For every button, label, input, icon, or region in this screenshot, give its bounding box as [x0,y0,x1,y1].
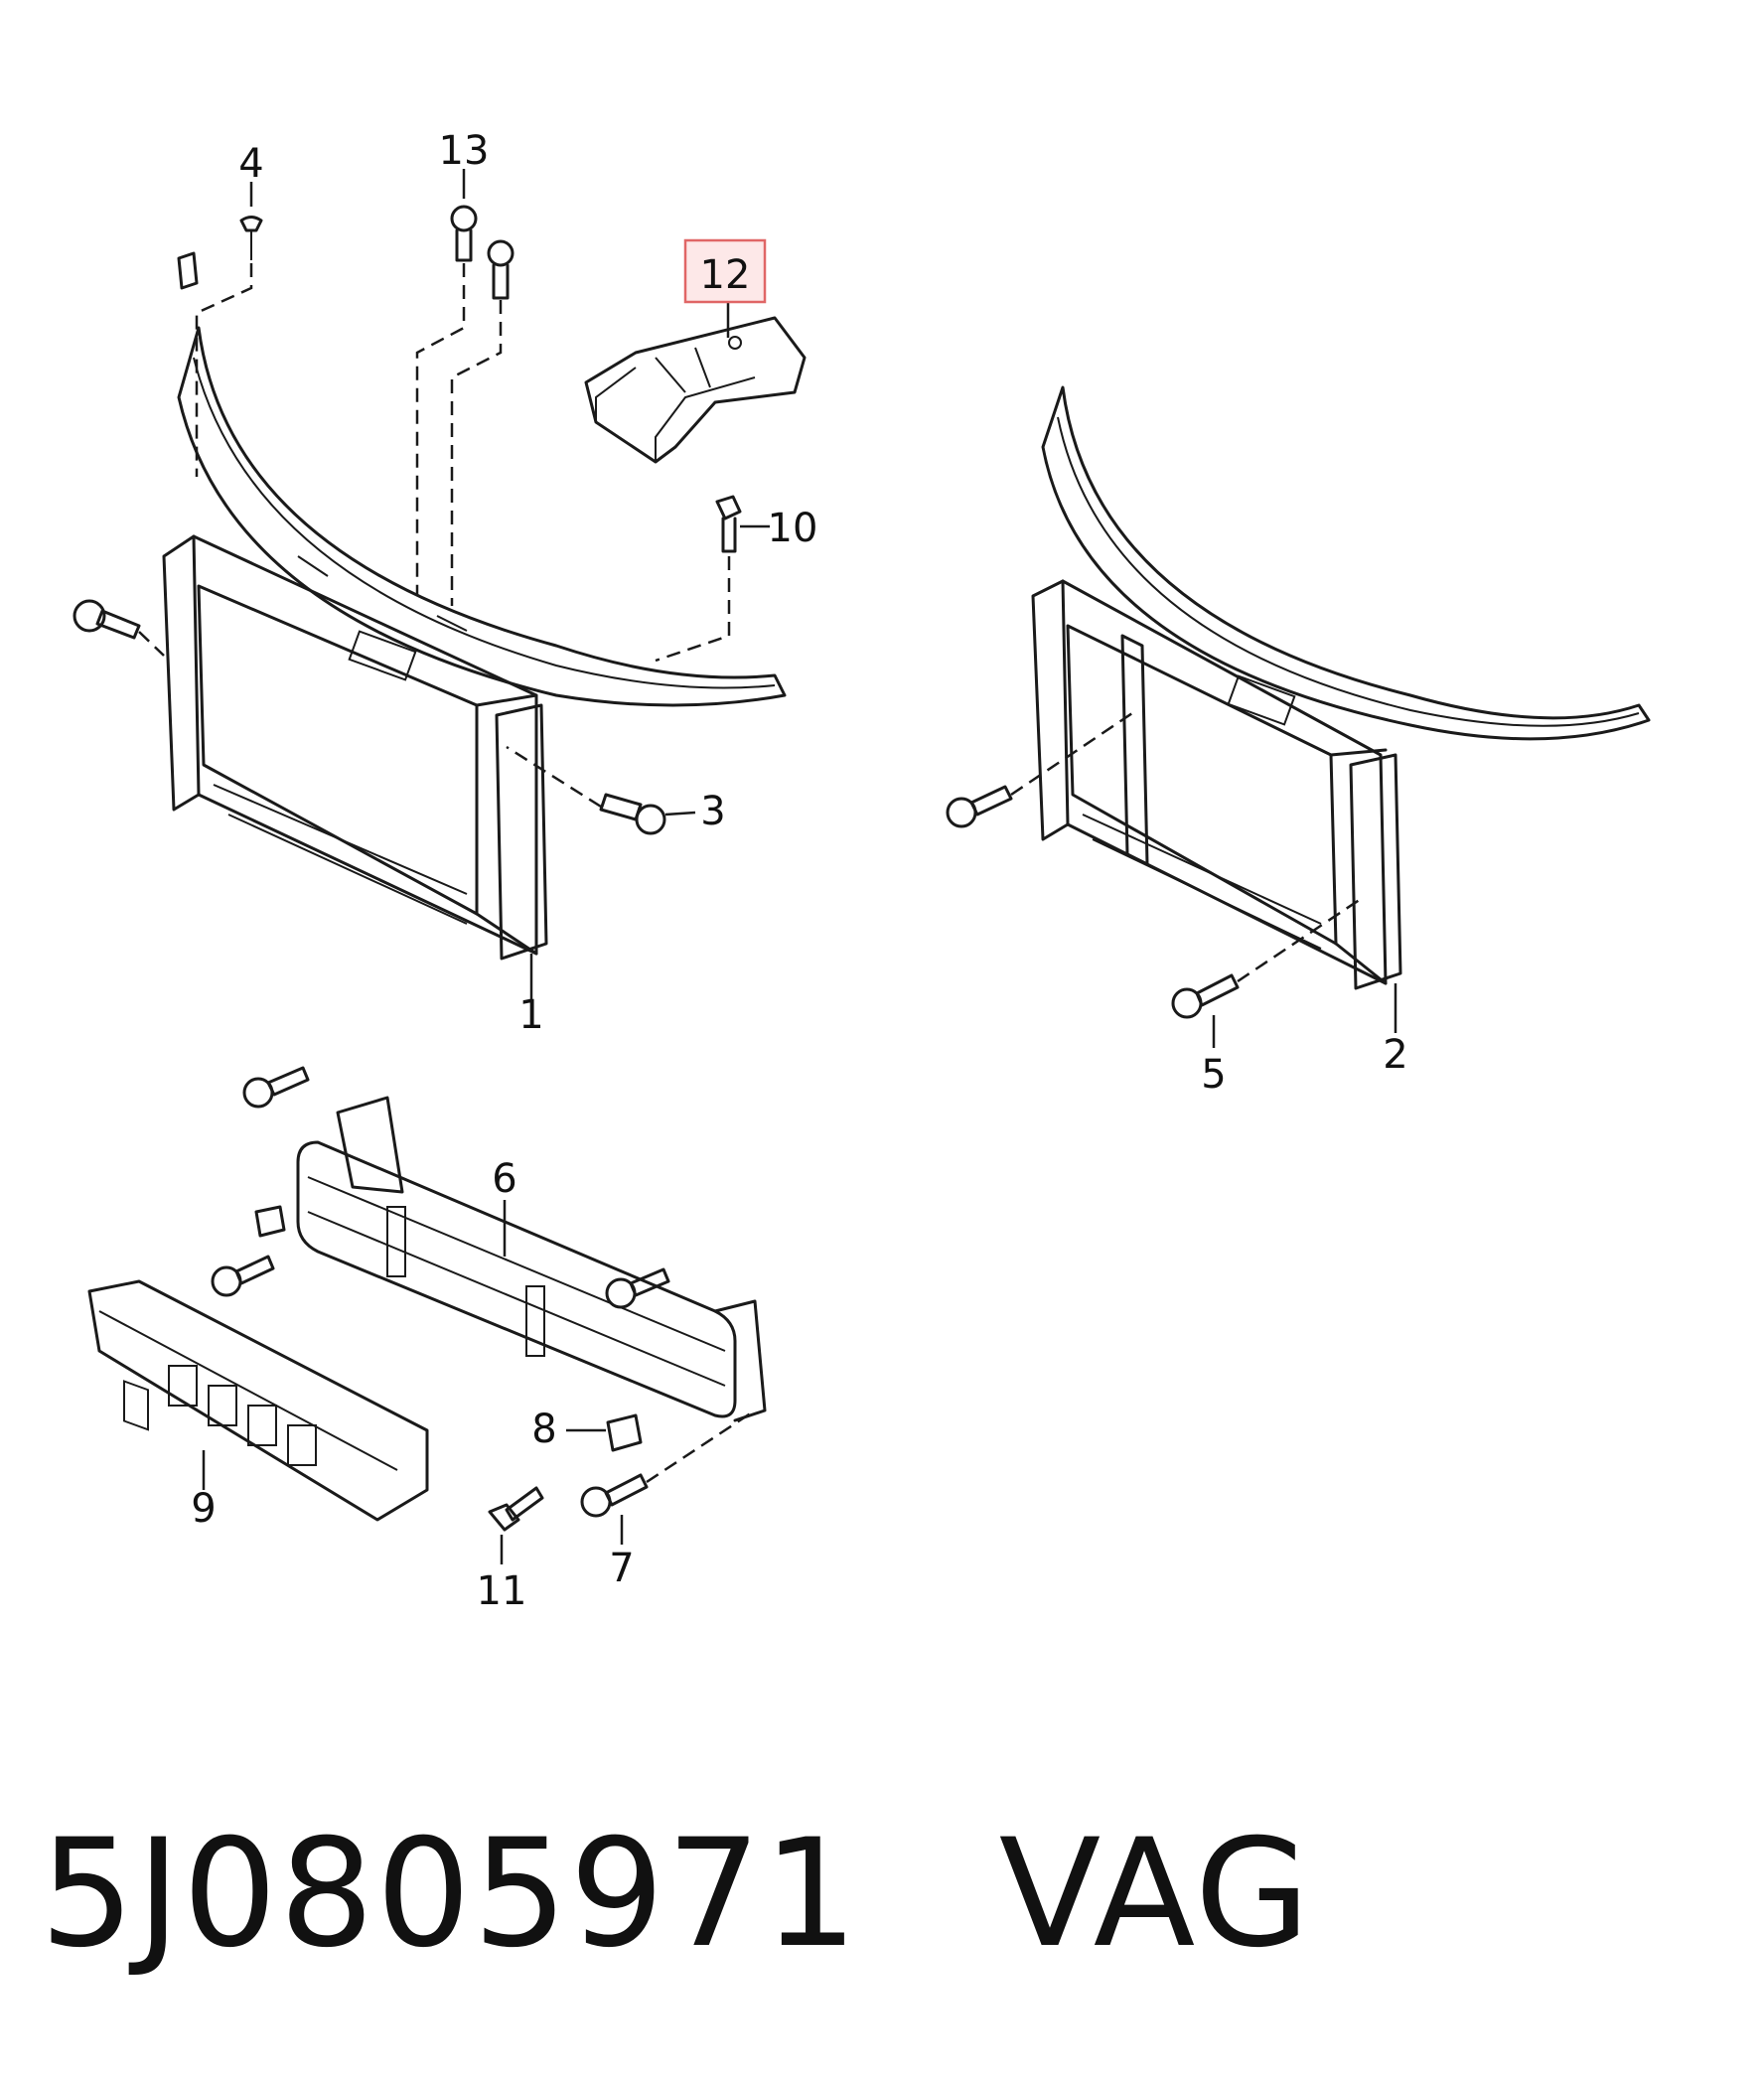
callout-10: 10 [768,506,818,551]
leader-dashed-left [138,631,165,657]
highlight-box-12 [683,238,767,304]
callout-2: 2 [1383,1032,1407,1078]
fastener-part-10 [715,495,742,553]
fastener-part-13 [450,205,514,300]
leader-dashed-13a [415,263,466,596]
callout-7: 7 [609,1546,634,1591]
bracket-part-12 [584,316,807,464]
front-carrier-part-2 [1031,385,1651,990]
impact-member-part-6 [296,1096,767,1422]
callout-8: 8 [531,1407,556,1452]
fastener-part-4 [177,216,263,290]
callout-3: 3 [700,789,725,834]
energy-absorber-part-9 [87,1279,429,1522]
brand-name: VAG [998,1808,1312,1981]
callout-11: 11 [477,1568,527,1614]
leader-dashed-4 [195,263,253,477]
callout-6: 6 [492,1156,516,1202]
leader-dashed-3 [506,745,602,809]
leader-dashed-7 [646,1409,756,1484]
front-carrier-part-1 [162,326,787,961]
fastener-part-3 [599,793,666,835]
callout-1: 1 [518,992,543,1038]
leader-dashed-13b [450,300,503,606]
leader-dashed-10 [655,556,731,663]
part-number-footer: 5J0805971 VAG [40,1808,1312,1981]
callout-5: 5 [1201,1052,1226,1098]
fastener-part-5 [946,785,1240,1019]
callout-12: 12 [700,252,751,298]
callout-9: 9 [191,1486,216,1532]
callout-4: 4 [238,141,263,187]
fastener-part-11 [488,1486,544,1532]
leader-3 [664,811,696,816]
leader-dashed-5a [1010,711,1133,797]
callout-13: 13 [439,128,490,174]
fastener-part-8 [254,1205,643,1452]
fastener-part-7 [211,1066,670,1518]
leader-dashed-5b [1237,897,1362,983]
part-number: 5J0805971 [40,1808,860,1981]
fastener-left-side [73,599,141,640]
